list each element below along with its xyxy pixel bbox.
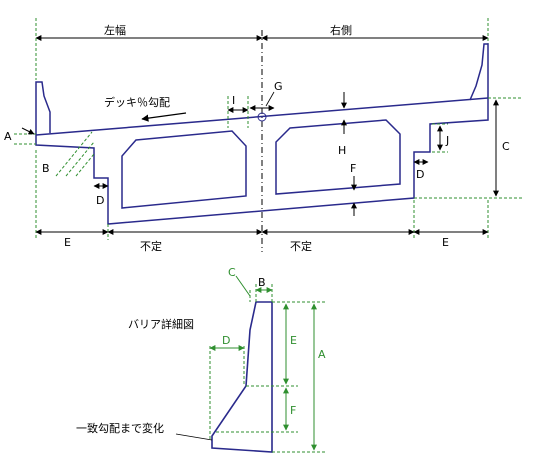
label-J: J [445,134,449,147]
detail-label-C: C [228,266,236,279]
left-barrier [35,81,51,135]
dim-G: G [249,80,283,122]
dim-H: H [338,92,347,157]
detail-label-F: F [290,404,296,417]
label-E-right: E [442,236,449,249]
label-B: B [42,162,50,175]
deck-slope-indicator: デッキ％勾配 [104,95,187,122]
label-indefinite-right: 不定 [290,239,312,253]
girder-outer-contour [35,98,489,225]
dim-A-left: A [4,127,36,145]
label-E-left: E [64,236,71,249]
detail-label-B: B [258,276,266,289]
label-I: I [232,94,235,107]
left-width-label: 左幅 [104,24,126,37]
right-barrier [469,43,489,101]
dim-J: J [432,123,449,153]
detail-label-D: D [222,334,230,347]
dim-D-left: D [93,183,109,207]
transition-label: 一致勾配まで変化 [76,421,164,435]
label-D-left: D [96,194,104,207]
bottom-dimensions: E 不定 不定 E [35,150,489,253]
dim-I: I [227,94,249,128]
deck-top-line [35,97,489,136]
right-width-label: 右側 [330,23,352,37]
barrier-profile [211,301,273,453]
barrier-detail: バリア詳細図 B C D E F A [76,266,326,453]
label-H: H [338,144,346,157]
label-indefinite-left: 不定 [140,239,162,253]
left-box-cell [121,130,247,209]
cross-section-outline [35,43,489,225]
dim-D-right: D [413,159,429,181]
barrier-hatch [55,131,95,177]
detail-label-E: E [290,334,297,347]
dim-F: F [350,162,357,216]
deck-slope-label: デッキ％勾配 [104,95,170,109]
dim-C: C [414,97,522,199]
label-G: G [274,80,283,93]
label-A: A [4,130,12,143]
label-D-right: D [416,168,424,181]
barrier-detail-title: バリア詳細図 [128,317,194,331]
right-box-cell [275,119,401,195]
detail-label-A: A [318,348,326,361]
top-width-dimensions: 左幅 右側 [35,18,489,80]
label-F: F [350,162,356,175]
label-C: C [502,140,510,153]
